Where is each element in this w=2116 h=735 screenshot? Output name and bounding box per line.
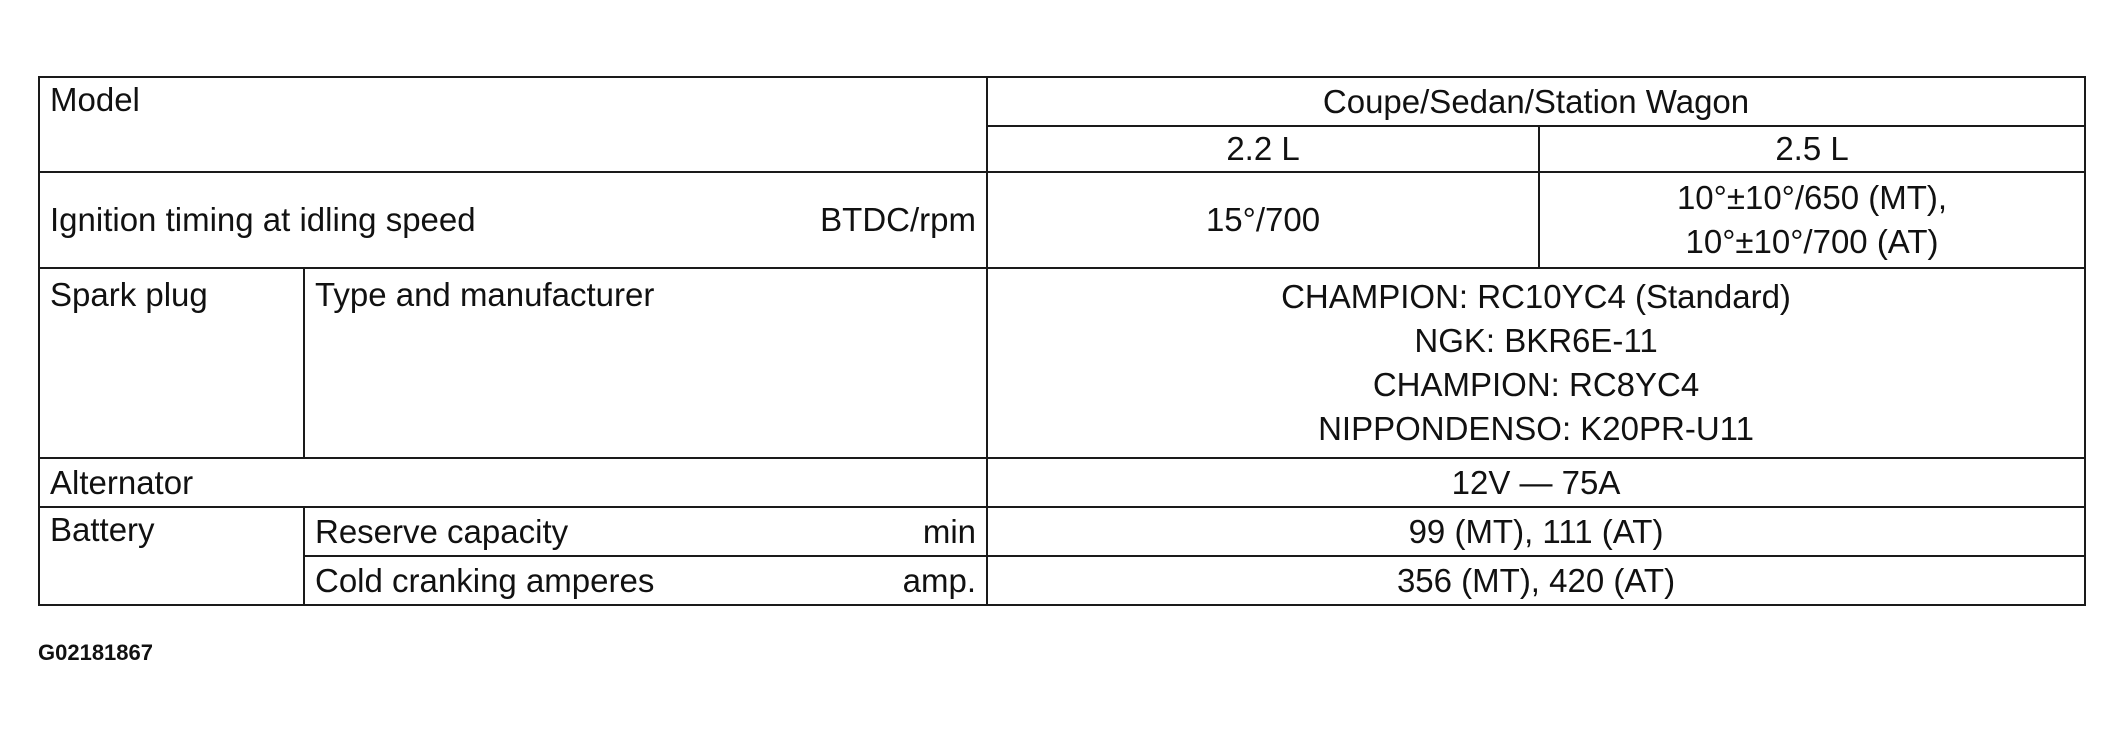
alternator-label: Alternator xyxy=(50,463,194,501)
spark-plug-sub-label: Type and manufacturer xyxy=(315,276,655,313)
ignition-25-value-mt: 10°±10°/650 (MT), xyxy=(1676,179,1948,216)
spark-plug-row: Spark plug Type and manufacturer CHAMPIO… xyxy=(38,267,2087,459)
col-header-25: 2.5 L xyxy=(1538,125,2087,173)
model-row-top: Model Coupe/Sedan/Station Wagon xyxy=(37,76,2087,173)
model-group-cell: Coupe/Sedan/Station Wagon xyxy=(986,76,2087,127)
reserve-capacity-unit: min xyxy=(922,512,977,550)
cold-cranking-value: 356 (MT), 420 (AT) xyxy=(1396,561,1676,599)
reserve-label-cell: Reserve capacity min xyxy=(302,506,989,557)
alternator-label-cell: Alternator xyxy=(37,457,989,508)
reserve-value-cell: 99 (MT), 111 (AT) xyxy=(986,506,2087,557)
spark-plug-label: Spark plug xyxy=(50,276,208,313)
ignition-spec-table: Model Coupe/Sedan/Station Wagon 2.2 L 2.… xyxy=(37,76,2087,606)
ignition-25-cell: 10°±10°/650 (MT), 10°±10°/700 (AT) xyxy=(1538,171,2087,269)
cca-value-cell: 356 (MT), 420 (AT) xyxy=(986,555,2087,606)
ignition-22-value: 15°/700 xyxy=(1205,201,1321,238)
model-row-sub: 2.2 L 2.5 L xyxy=(39,125,2087,173)
model-label: Model xyxy=(50,81,140,118)
cold-cranking-label: Cold cranking amperes xyxy=(315,561,655,599)
model-group: Coupe/Sedan/Station Wagon xyxy=(1322,82,1750,120)
reserve-capacity-label: Reserve capacity xyxy=(315,512,569,550)
spark-plug-value: CHAMPION: RC10YC4 (Standard) xyxy=(1281,278,1791,315)
spark-plug-value: NGK: BKR6E-11 xyxy=(1414,322,1658,359)
cold-cranking-unit: amp. xyxy=(902,561,977,599)
col-header-22: 2.2 L xyxy=(986,125,1541,173)
battery-label: Battery xyxy=(50,511,155,548)
spark-plug-value: NIPPONDENSO: K20PR-U11 xyxy=(1318,410,1754,447)
battery-cca-row: Cold cranking amperes amp. 356 (MT), 420… xyxy=(39,555,2087,606)
ignition-row: Ignition timing at idling speed BTDC/rpm… xyxy=(37,171,2087,269)
spark-plug-values-cell: CHAMPION: RC10YC4 (Standard) NGK: BKR6E-… xyxy=(986,267,2087,459)
reserve-capacity-value: 99 (MT), 111 (AT) xyxy=(1408,512,1664,550)
battery-reserve-row: Battery Reserve capacity min 99 (MT), 11… xyxy=(38,506,2087,606)
col-22-label: 2.2 L xyxy=(1226,130,1300,167)
spark-plug-sub-cell: Type and manufacturer xyxy=(302,267,989,459)
alternator-value: 12V — 75A xyxy=(1451,463,1621,501)
spark-plug-label-cell: Spark plug xyxy=(38,267,305,459)
col-25-label: 2.5 L xyxy=(1775,130,1849,167)
alternator-row: Alternator 12V — 75A xyxy=(37,457,2087,508)
ignition-label-cell: Ignition timing at idling speed BTDC/rpm xyxy=(37,171,989,269)
ignition-25-value-at: 10°±10°/700 (AT) xyxy=(1685,223,1939,260)
cca-label-cell: Cold cranking amperes amp. xyxy=(302,555,989,606)
battery-label-cell: Battery xyxy=(38,506,305,606)
alternator-value-cell: 12V — 75A xyxy=(986,457,2087,508)
ignition-unit: BTDC/rpm xyxy=(820,201,977,238)
model-label-cell: Model xyxy=(37,76,989,173)
ignition-label: Ignition timing at idling speed xyxy=(50,201,476,238)
ignition-22-cell: 15°/700 xyxy=(986,171,1541,269)
figure-id: G02181867 xyxy=(38,640,153,665)
spark-plug-value: CHAMPION: RC8YC4 xyxy=(1372,366,1700,403)
